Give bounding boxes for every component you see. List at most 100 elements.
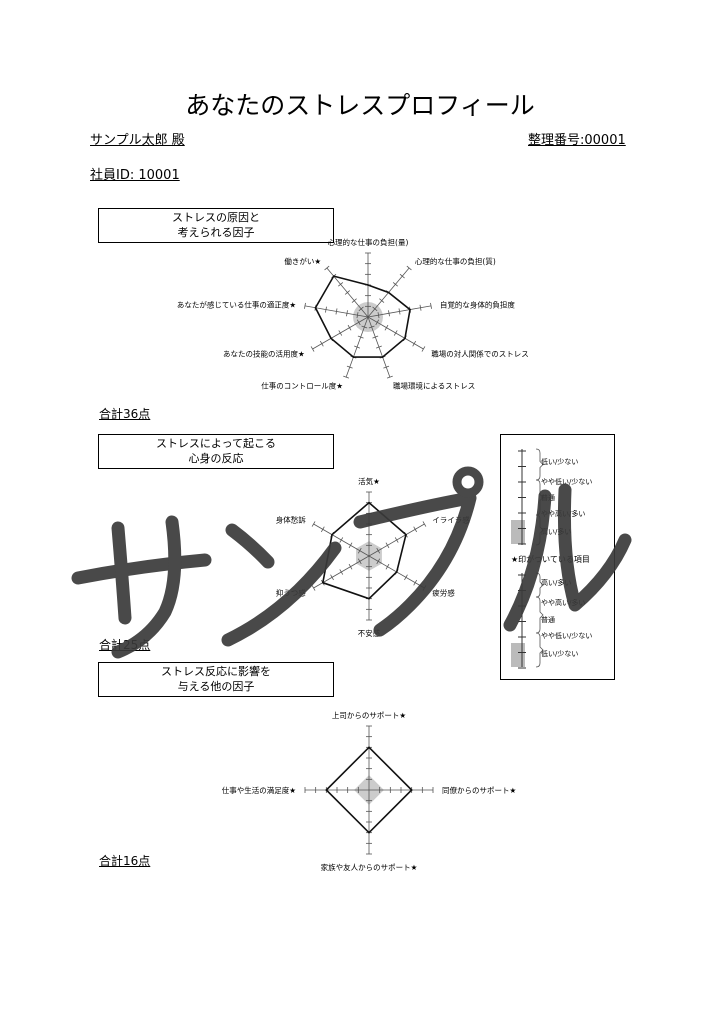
data-point — [387, 291, 390, 294]
axis-label: 自覚的な身体的負担度 — [440, 299, 515, 309]
data-point — [368, 501, 370, 504]
axis-tick — [430, 302, 432, 309]
axis-tick — [335, 308, 338, 315]
legend-box: 低い/少ない やや低い/少ない 普通 やや高い/多い 高い/多い ★印がついてい… — [500, 434, 615, 680]
axis-tick — [385, 542, 390, 549]
data-point — [325, 789, 328, 791]
axis-tick — [393, 330, 398, 336]
axis-tick — [412, 340, 417, 347]
axis-tick — [372, 306, 378, 312]
axis-label: 心理的な仕事の負担(質) — [415, 256, 496, 266]
axis-tick — [354, 345, 361, 349]
legend-lower-label: 高い/多い — [541, 579, 572, 587]
axis-tick — [347, 324, 352, 331]
axis-tick — [310, 346, 315, 352]
axis-tick — [413, 526, 418, 533]
legend-brace — [535, 632, 544, 668]
axis-label: あなたの技能の活用度★ — [223, 349, 305, 359]
axis-tick — [330, 574, 334, 581]
axis-tick — [339, 569, 344, 575]
axis-tick — [338, 330, 343, 336]
data-polygon — [314, 275, 411, 358]
legend-brace — [535, 448, 544, 481]
axis-tick — [351, 298, 357, 303]
page-title: あなたのストレスプロフィール — [185, 91, 535, 120]
axis-tick — [304, 302, 306, 309]
data-point — [381, 356, 384, 358]
axis-tick — [375, 345, 382, 349]
axis-label: 疲労感 — [432, 588, 455, 598]
data-point — [314, 306, 317, 309]
axis-tick — [346, 310, 348, 317]
legend-upper-label: 普通 — [541, 494, 555, 502]
axis-tick — [384, 324, 389, 331]
axis-tick — [388, 310, 390, 317]
axis-label: 仕事や生活の満足度★ — [222, 785, 296, 795]
data-point — [330, 337, 332, 340]
axis-tick — [386, 375, 393, 379]
total-other-factors: 合計16点 — [99, 854, 151, 868]
legend-lower-label: やや低い/少ない — [541, 632, 593, 640]
legend-upper-label: 低い/少ない — [541, 458, 579, 466]
axis-tick — [361, 325, 368, 329]
axis-tick — [357, 335, 364, 339]
axis-label: 家族や友人からのサポート★ — [321, 862, 418, 872]
axis-label: 働きがい★ — [284, 256, 321, 266]
axis-tick — [325, 306, 327, 313]
section-box-other-factors: ストレス反応に影響を与える他の因子 — [98, 662, 334, 697]
axis-label: イライラ感 — [432, 515, 470, 525]
axis-tick — [422, 585, 427, 591]
axis-tick — [419, 304, 422, 311]
axis-tick — [422, 521, 427, 527]
axis-label: 身体愁訴 — [276, 515, 306, 525]
section-box-reactions: ストレスによって起こる心身の反応 — [98, 434, 334, 469]
data-point — [331, 533, 333, 536]
data-point — [404, 337, 406, 340]
axis-tick — [398, 308, 401, 315]
data-point — [409, 308, 411, 311]
legend-upper-label: やや低い/少ない — [541, 478, 593, 486]
data-point — [368, 831, 370, 834]
axis-tick — [379, 298, 385, 303]
legend-star-note: ★印がついている項目 — [511, 555, 590, 564]
data-point — [405, 533, 407, 536]
box-line: ストレス反応に影響を — [161, 665, 271, 678]
data-point — [322, 581, 324, 584]
data-point — [352, 356, 355, 358]
legend-shade — [511, 520, 525, 544]
reference-number: 整理番号:00001 — [528, 133, 626, 148]
legend-upper-label: 高い/多い — [541, 528, 572, 536]
legend-lower-label: 普通 — [541, 616, 555, 624]
axis-tick — [413, 579, 418, 586]
axis-tick — [338, 282, 344, 287]
axis-tick — [372, 335, 379, 339]
box-line: 与える他の因子 — [177, 680, 255, 693]
axis-tick — [346, 365, 353, 369]
axis-tick — [339, 537, 344, 543]
axis-tick — [375, 319, 380, 326]
axis-label: 上司からのサポート★ — [332, 711, 406, 720]
legend-upper-label: やや高い/多い — [541, 510, 586, 518]
axis-tick — [399, 273, 405, 279]
axis-label: 同僚からのサポート★ — [442, 785, 516, 795]
axis-label: 不安感 — [358, 628, 381, 638]
axis-tick — [348, 542, 353, 549]
axis-label: あなたが感じている仕事の適正度★ — [177, 299, 296, 309]
box-line: 心身の反応 — [188, 452, 244, 465]
data-point — [368, 597, 370, 600]
employee-id: 社員ID: 10001 — [90, 168, 180, 183]
radar-chart-0: 心理的な仕事の負担(量)心理的な仕事の負担(質)自覚的な身体的負担度職場の対人関… — [177, 237, 529, 391]
radar-chart-2: 上司からのサポート★ 同僚からのサポート★ 家族や友人からのサポート★ 仕事や生活の満… — [222, 711, 517, 872]
box-line: ストレスによって起こる — [155, 437, 277, 450]
legend-shade — [511, 643, 525, 667]
axis-label: 職場環境によるストレス — [393, 381, 475, 391]
axis-tick — [356, 312, 359, 319]
data-point — [395, 571, 398, 573]
employee-name: サンプル太郎 殿 — [90, 133, 185, 148]
axis-label: 活気★ — [358, 476, 380, 486]
data-point — [367, 284, 369, 286]
axis-tick — [406, 265, 412, 271]
axis-label: 仕事のコントロール度★ — [261, 381, 343, 391]
axis-tick — [392, 282, 398, 287]
